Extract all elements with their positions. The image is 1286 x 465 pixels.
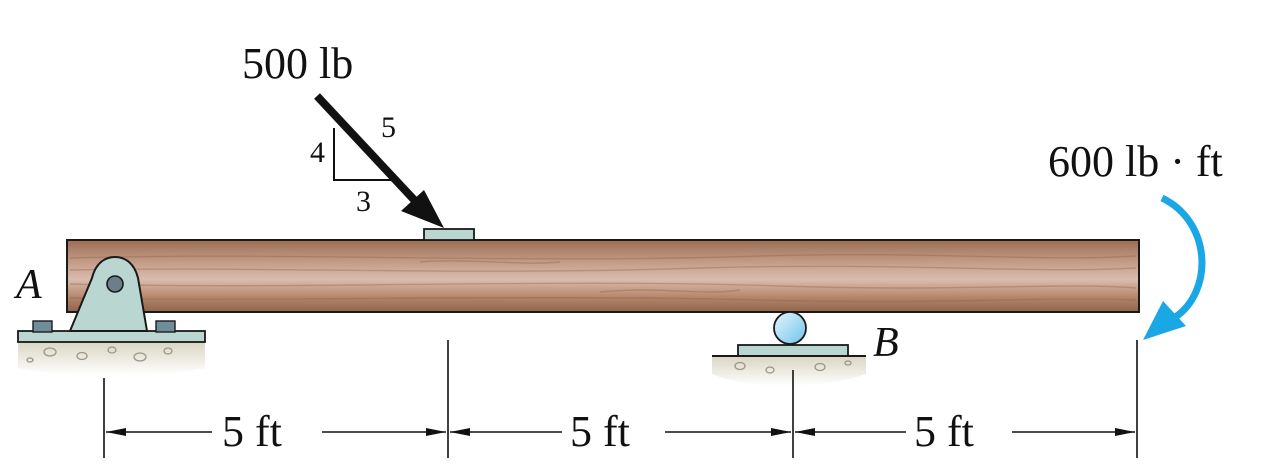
bolt-a-left bbox=[32, 320, 53, 333]
applied-force bbox=[314, 93, 444, 228]
pin bbox=[106, 275, 124, 293]
ground-a bbox=[18, 341, 205, 376]
dim-label-1: 5 ft bbox=[222, 407, 282, 456]
dimensions bbox=[103, 340, 1138, 458]
slope-triangle bbox=[333, 128, 398, 181]
moment-arrowhead bbox=[1143, 301, 1186, 340]
force-arrow-shaft bbox=[314, 93, 421, 207]
moment-arc bbox=[1160, 194, 1206, 321]
base-plate-b bbox=[737, 344, 849, 357]
slope-rise-label: 4 bbox=[310, 136, 325, 169]
slope-run-label: 3 bbox=[356, 185, 371, 218]
force-arrowhead bbox=[401, 190, 444, 228]
wood-grain bbox=[69, 253, 1137, 303]
beam-body bbox=[66, 239, 1140, 313]
roller-support-b bbox=[712, 311, 866, 386]
load-plate bbox=[423, 228, 475, 241]
applied-moment bbox=[1143, 194, 1206, 340]
clevis-bracket bbox=[68, 255, 149, 332]
ground-b-pebbles bbox=[734, 360, 852, 374]
ground-b bbox=[712, 356, 866, 386]
moment-label: 600 lb · ft bbox=[1048, 137, 1223, 186]
pin-support-a bbox=[17, 255, 206, 376]
label-b: B bbox=[873, 320, 899, 366]
ground-a-pebbles bbox=[26, 346, 173, 363]
roller bbox=[773, 311, 807, 345]
label-a: A bbox=[13, 262, 42, 308]
slope-hyp-label: 5 bbox=[381, 111, 396, 144]
beam bbox=[66, 239, 1140, 313]
dim-label-3: 5 ft bbox=[914, 407, 974, 456]
dim-label-2: 5 ft bbox=[570, 407, 630, 456]
force-label: 500 lb bbox=[242, 39, 353, 88]
bolt-a-right bbox=[155, 320, 176, 333]
